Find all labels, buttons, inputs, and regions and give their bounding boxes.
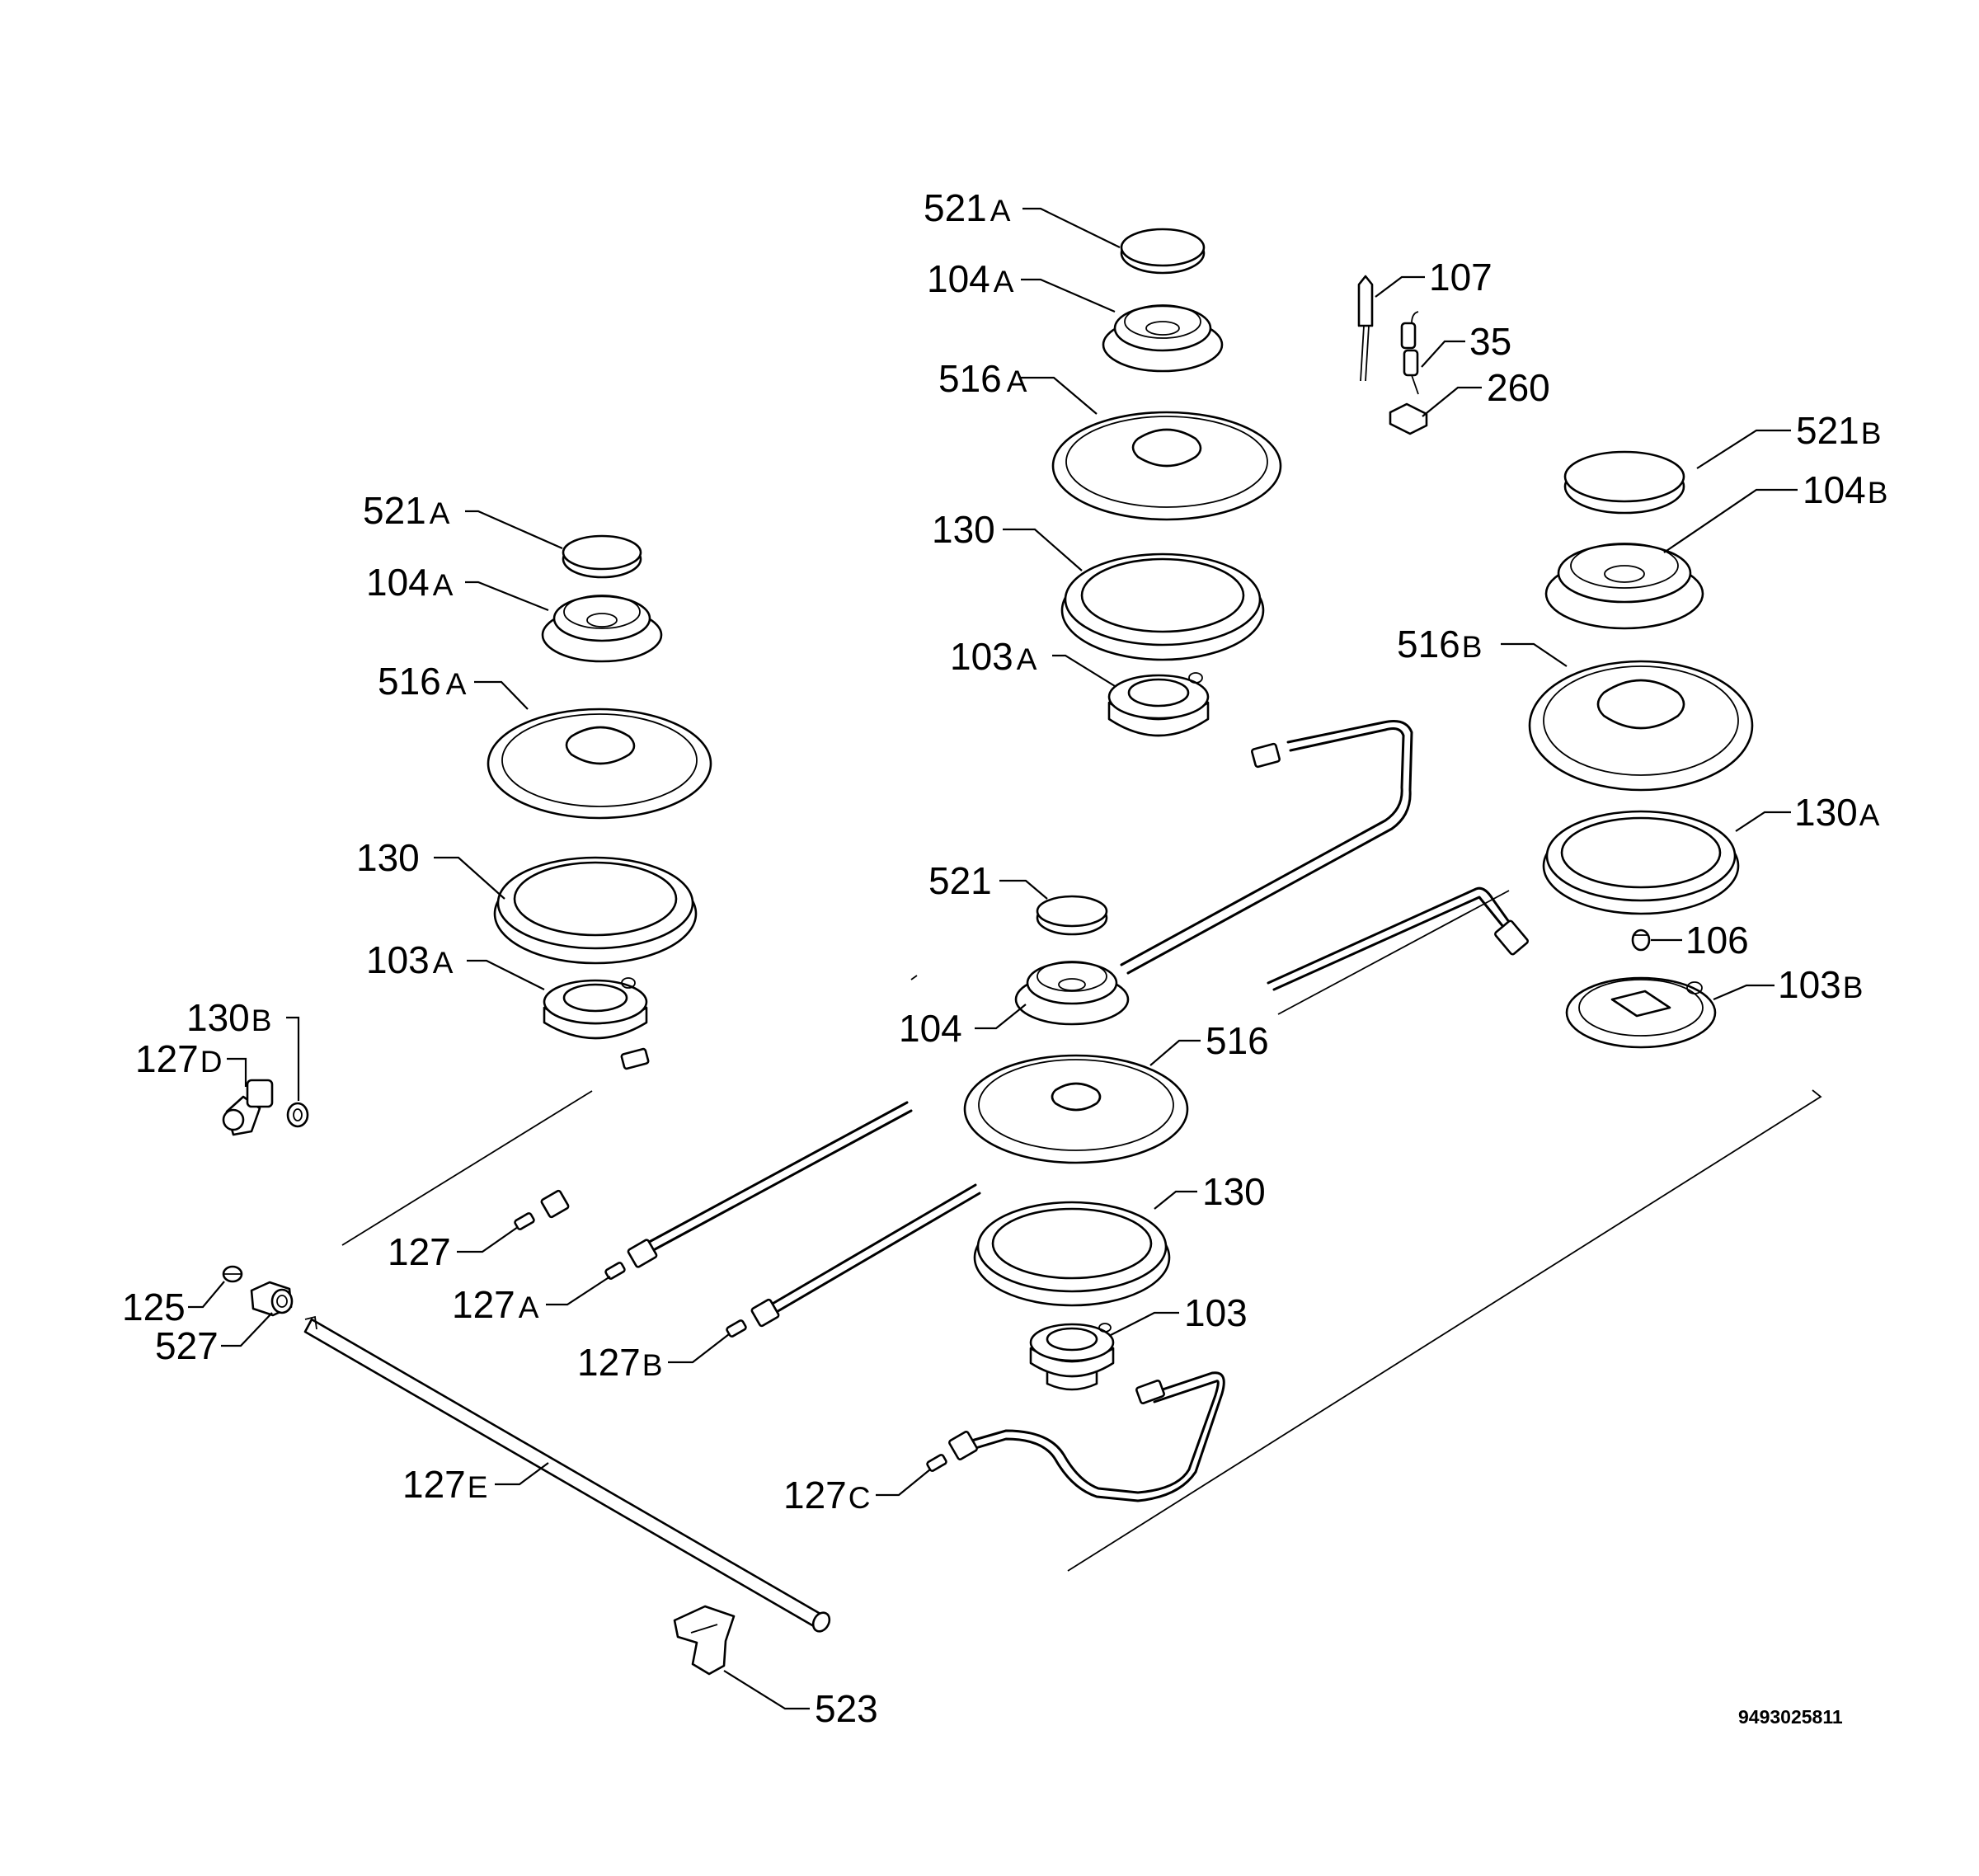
label-127d: 127D [135, 1037, 222, 1080]
injector-106 [1631, 929, 1651, 952]
label-127e: 127E [402, 1463, 487, 1506]
burner-ring-130-left [493, 856, 698, 965]
gas-pipe-127c [926, 1371, 1225, 1502]
burner-cap-521 [1036, 895, 1108, 936]
label-130-top: 130 [932, 508, 995, 551]
burner-cap-521a [1120, 228, 1206, 275]
label-127c: 127C [783, 1474, 870, 1516]
burner-center-assembly [963, 895, 1189, 1391]
nut-527 [250, 1281, 294, 1317]
burner-spreader-516a-left [487, 708, 712, 820]
electrode-35 [1400, 311, 1419, 395]
label-527: 527 [155, 1324, 219, 1367]
burner-cap-521b [1563, 450, 1685, 515]
label-127b: 127B [577, 1341, 662, 1384]
burner-ring-130-top [1060, 552, 1265, 661]
document-id: 9493025811 [1738, 1706, 1843, 1728]
thermocouple-107 [1357, 275, 1374, 382]
label-130a: 130A [1794, 791, 1880, 834]
gas-manifold-127e [303, 1315, 831, 1633]
burner-ring-130-center [973, 1201, 1171, 1307]
leader-lines [188, 207, 1798, 1710]
burner-cap-521a-left [562, 534, 642, 579]
label-35: 35 [1469, 320, 1511, 363]
label-125: 125 [122, 1286, 186, 1328]
burner-spreader-516a [1051, 411, 1282, 521]
elbow-fitting-127d [222, 1079, 274, 1136]
label-130-left: 130 [356, 836, 420, 879]
burner-base-103b [1565, 976, 1717, 1049]
nozzle-125 [222, 1265, 243, 1283]
label-106: 106 [1685, 919, 1749, 962]
burner-base-103a-top [1107, 672, 1210, 737]
gas-pipe-127a [604, 720, 1413, 1280]
label-103: 103 [1184, 1291, 1248, 1334]
burner-crown-104a [1102, 304, 1224, 373]
clip-260 [1389, 402, 1428, 435]
label-516b: 516B [1397, 623, 1482, 665]
burner-crown-104 [1014, 961, 1130, 1026]
burner-crown-104b [1544, 543, 1704, 630]
burner-crown-104a-left [541, 595, 663, 663]
burner-spreader-516b [1528, 660, 1754, 792]
gas-pipes [303, 720, 1529, 1633]
label-107: 107 [1429, 256, 1492, 299]
bracket-523 [673, 1605, 736, 1676]
label-130b: 130B [186, 996, 271, 1039]
label-103b: 103B [1778, 963, 1863, 1006]
label-521: 521 [928, 859, 992, 902]
burner-ring-130a [1542, 810, 1740, 915]
burner-spreader-516 [963, 1054, 1189, 1164]
burner-base-103 [1029, 1323, 1115, 1391]
label-104b: 104B [1803, 468, 1887, 511]
label-516: 516 [1206, 1019, 1269, 1062]
label-523: 523 [815, 1687, 878, 1730]
label-260: 260 [1487, 366, 1550, 409]
burner-right-assembly [1528, 450, 1754, 1049]
label-104: 104 [899, 1007, 962, 1050]
fittings [222, 1079, 736, 1676]
burner-top-assembly [1051, 228, 1282, 737]
burner-left-assembly [487, 534, 712, 1040]
label-127: 127 [388, 1230, 451, 1273]
seal-130b [286, 1102, 309, 1128]
burner-base-103a-left [543, 977, 648, 1040]
hob-outline [341, 890, 1822, 1572]
ignition-parts [1357, 275, 1428, 435]
label-521b: 521B [1796, 409, 1881, 452]
gas-pipe-127b [726, 886, 1529, 1338]
label-130-center: 130 [1202, 1170, 1266, 1213]
gas-pipe-127 [514, 1047, 712, 1230]
